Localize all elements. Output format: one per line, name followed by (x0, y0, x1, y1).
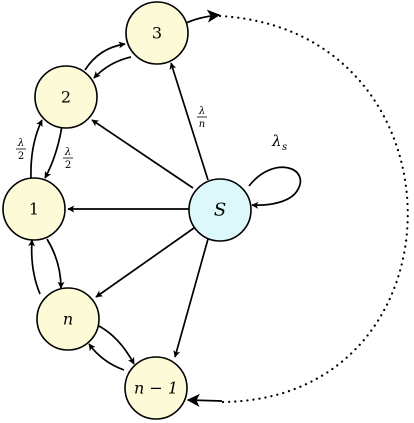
edge-1-to-n (46, 238, 65, 289)
edge-n-minus-1-to-n (88, 343, 125, 371)
edge-s-to-n-minus-1 (173, 238, 209, 358)
edge-s-self-loop (248, 166, 302, 209)
node-3-label: 3 (152, 24, 162, 43)
edge-2-to-1 (44, 125, 63, 179)
label-lambda-over-n-num: λ (198, 106, 205, 117)
edge-2-to-3 (84, 41, 126, 71)
label-lambda-over-n: λ n (197, 106, 207, 130)
label-self-loop-lambda-s: λ s (271, 132, 287, 153)
node-1: 1 (2, 177, 66, 241)
label-lambda-over-2-up: λ 2 (16, 138, 26, 162)
label-lambda-over-2-up-num: λ (17, 138, 24, 149)
edge-1-to-2 (30, 119, 43, 179)
node-2: 2 (34, 65, 98, 129)
label-lambda-over-n-den: n (199, 119, 205, 130)
node-n-minus-1-label: n − 1 (134, 379, 178, 398)
node-2-label: 2 (61, 88, 71, 107)
edge-n-to-n-minus-1 (96, 324, 135, 365)
node-sink: S (188, 178, 252, 242)
label-self-loop-sub: s (282, 142, 287, 153)
node-n-label: n (63, 310, 73, 329)
edge-s-to-3 (169, 62, 209, 181)
node-sink-label: S (214, 200, 226, 221)
label-lambda-over-2-down-num: λ (64, 147, 71, 158)
dotted-continuation-arc (218, 14, 409, 404)
edge-n-to-1 (28, 239, 41, 295)
label-lambda-over-2-up-den: 2 (18, 151, 24, 162)
label-self-loop-main: λ (271, 132, 282, 150)
edge-3-to-2 (93, 56, 132, 79)
dotted-arc-arrow-top (183, 9, 221, 25)
edge-s-to-n (95, 227, 195, 298)
node-n: n (36, 287, 100, 351)
label-lambda-over-2-down: λ 2 (63, 147, 73, 171)
node-3: 3 (125, 1, 189, 65)
label-lambda-over-2-down-den: 2 (65, 160, 71, 171)
dotted-arc-arrow-bottom (186, 393, 223, 407)
edge-s-to-2 (91, 119, 194, 189)
node-n-minus-1: n − 1 (124, 356, 188, 420)
node-1-label: 1 (29, 200, 39, 219)
